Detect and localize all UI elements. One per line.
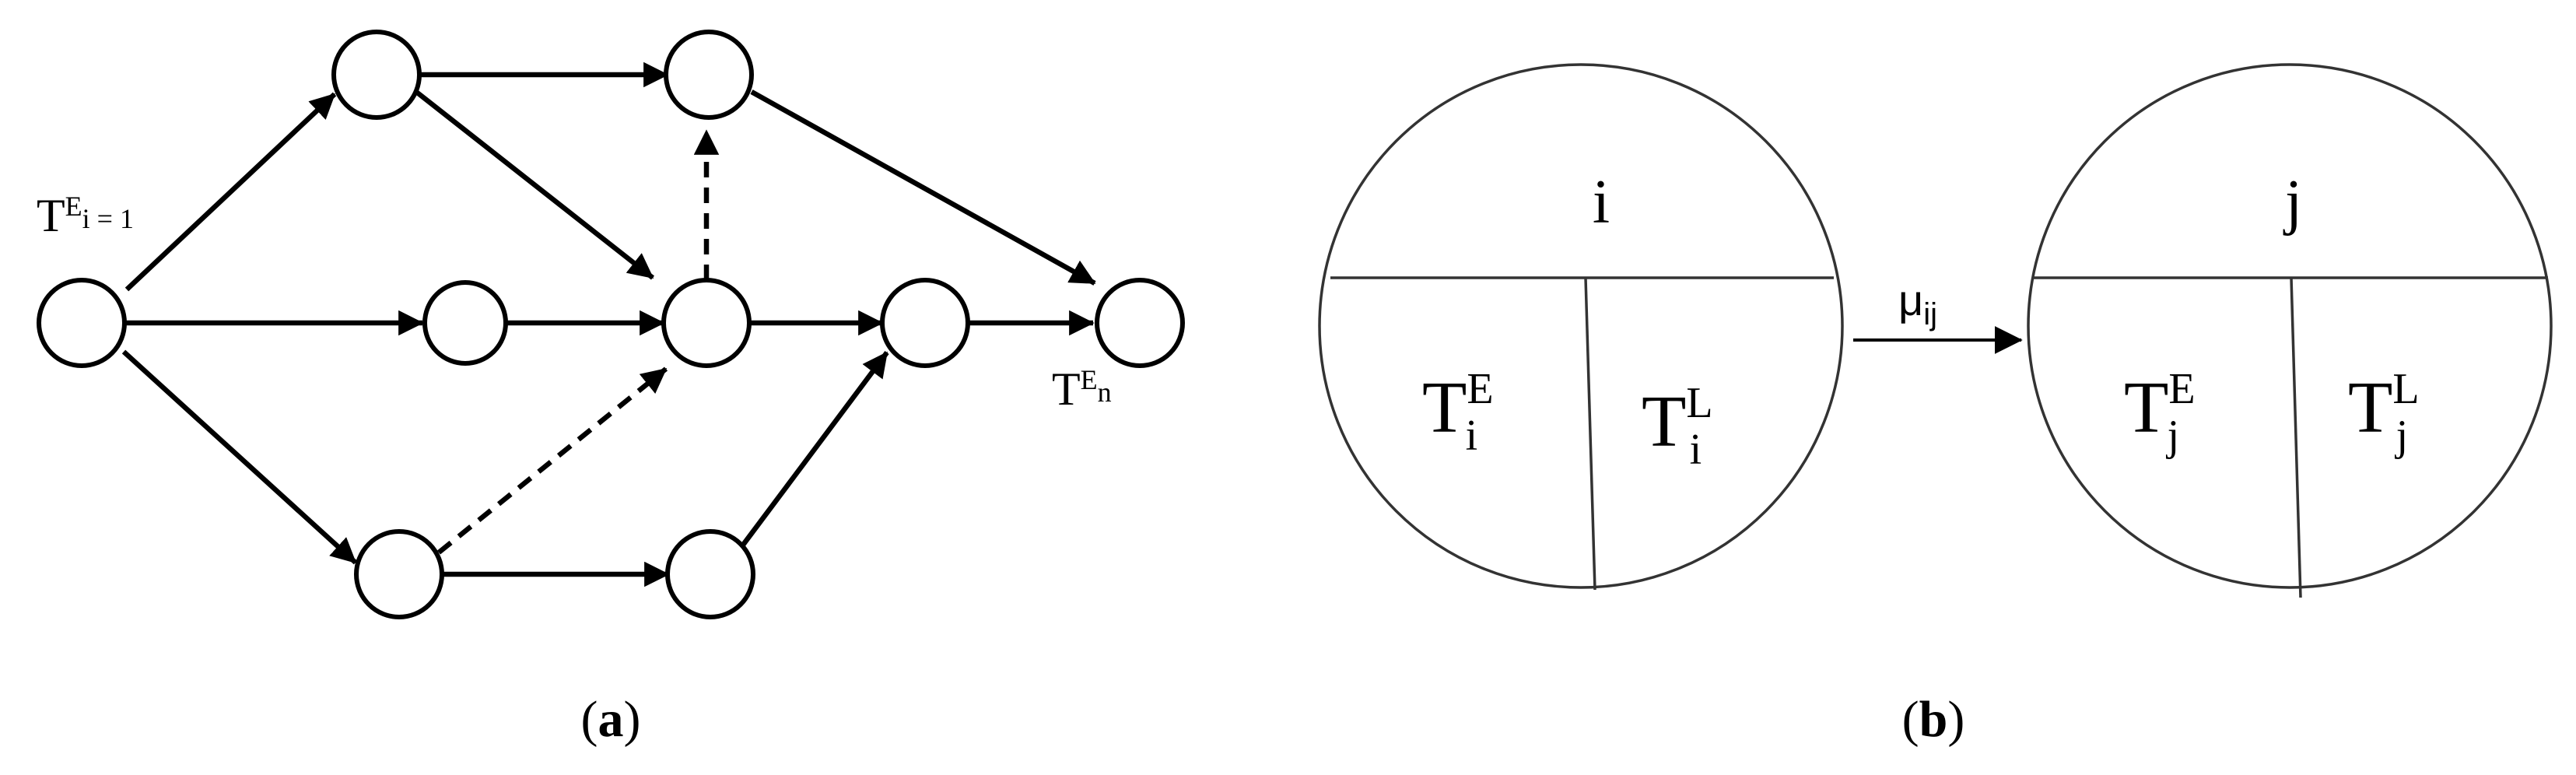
end-time-label: TEn: [1052, 363, 1112, 415]
edge-topright-to-end: [750, 89, 1096, 286]
node-bottom-right: [665, 529, 755, 619]
node-j-circle: [2027, 63, 2553, 589]
edge-start-to-bottom: [121, 349, 358, 565]
panel-a-caption: (a): [581, 691, 641, 748]
node-start: [37, 278, 127, 368]
edge-top-to-center: [414, 89, 655, 280]
node-top: [331, 30, 422, 120]
node-mid: [422, 280, 508, 366]
network-nodes: [37, 30, 1185, 619]
edge-duration-label: μij: [1898, 275, 1937, 331]
node-j-name: j: [2283, 168, 2302, 237]
node-center: [661, 278, 752, 368]
node-bottom: [354, 529, 444, 619]
network-edges: [121, 61, 1096, 587]
panel-b-caption: (b): [1902, 691, 1965, 748]
node-i-vertical-divider: [1584, 277, 1596, 591]
node-i-name: i: [1593, 168, 1610, 237]
node-right: [880, 278, 970, 368]
node-j-vertical-divider: [2290, 277, 2302, 598]
node-i-circle: [1318, 63, 1844, 589]
edge-bottomright-to-right: [730, 351, 889, 561]
start-time-label: TEi = 1: [37, 190, 134, 241]
node-end: [1095, 278, 1185, 368]
edge-bottom-to-center-dashed: [436, 366, 668, 555]
panel-a-network: TEi = 1 TEn (a): [37, 30, 1185, 748]
edge-start-to-top: [124, 92, 337, 292]
node-top-right: [664, 30, 754, 120]
